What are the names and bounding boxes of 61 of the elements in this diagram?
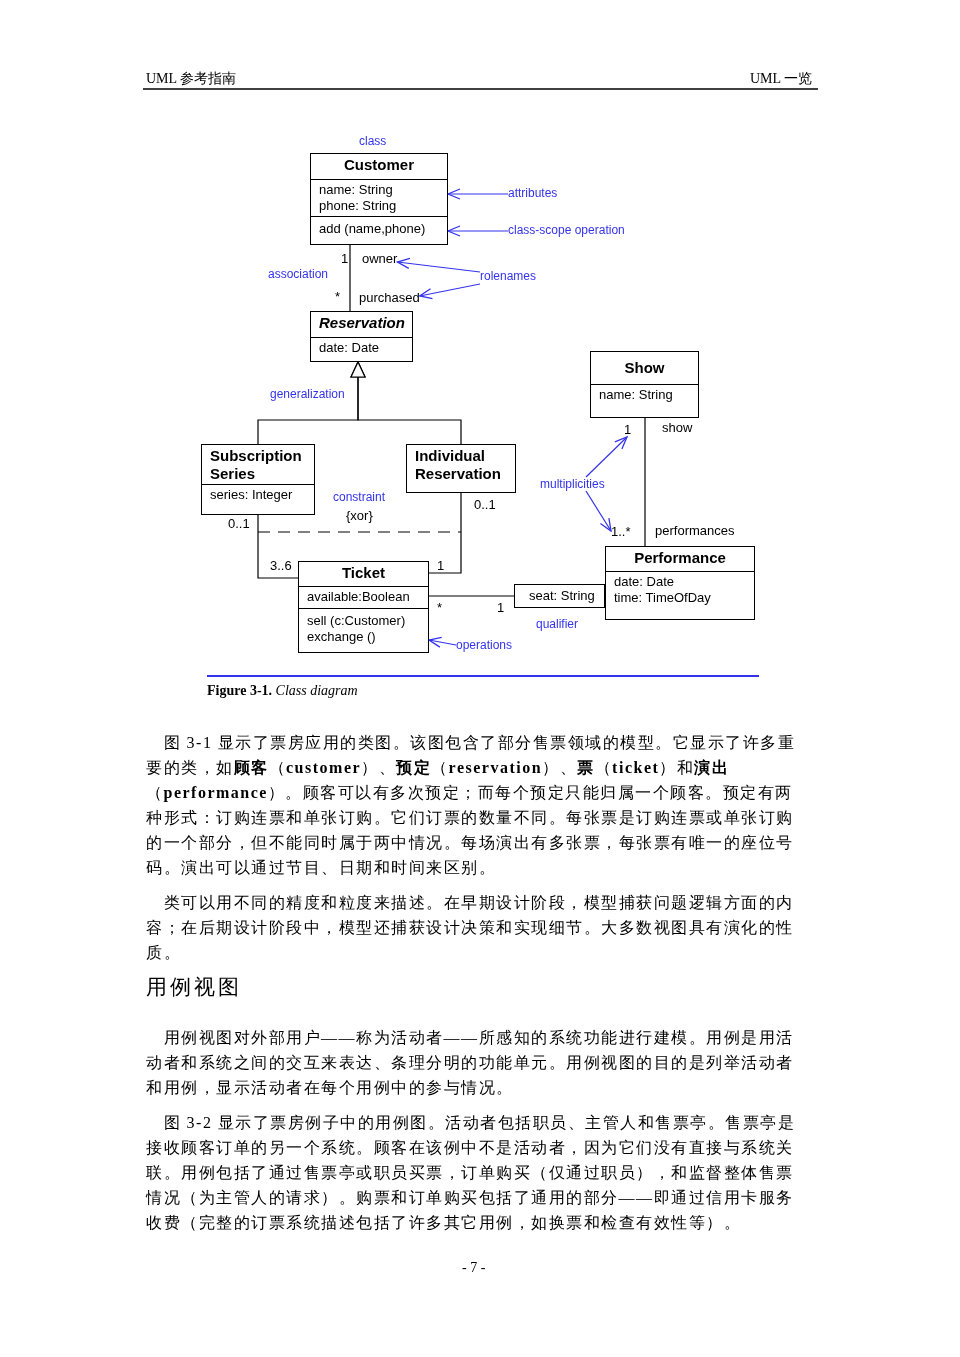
attribute-text: name: String [319,182,394,198]
role-name: show [662,420,693,435]
role-name: owner [362,251,398,266]
class-box [406,444,516,493]
class-name: Subscription Series [210,447,302,482]
attribute-text: date: Date [319,340,380,356]
multiplicity-label: 1..* [611,524,631,539]
annotation-label: attributes [508,186,558,200]
multiplicity-label: 3..6 [270,558,292,573]
body-paragraph: 用例视图对外部用户——称为活动者——所感知的系统功能进行建模。用例是用活动者和系统之间的交互来表达、条理分明的功能单元。用例视图的目的是列举活动者和用例，显示活动者在每个用例中的参与情况。 [146,1028,795,1098]
constraint-label: {xor} [346,508,373,523]
annotation-label: rolenames [480,269,537,283]
qualifier-box [514,584,605,608]
annotation-label: operations [456,638,513,652]
running-header: UML 一览 [750,70,813,88]
multiplicity-label: 1 [497,600,505,615]
operation-text: add (name,phone) [319,221,427,237]
annotation-label: association [268,267,329,281]
class-box [605,546,755,620]
multiplicity-label: 1 [341,251,349,266]
operation-text: exchange () [307,629,377,645]
operation-text: sell (c:Customer) [307,613,407,629]
multiplicity-label: * [335,289,341,304]
annotation-label: generalization [270,387,345,401]
attribute-text: available:Boolean [307,589,411,605]
attribute-text: series: Integer [210,487,294,503]
annotation-label: constraint [333,490,386,504]
class-name: Show [624,359,665,376]
running-header: UML 参考指南 [146,70,237,88]
body-paragraph: 图 3-2 显示了票房例子中的用例图。活动者包括职员、主管人和售票亭。售票亭是接收顾客订单的另一个系统。顾客在该例中不是活动者，因为它们没有直接与系统关联。用例包括了通过售票亭或职员买票，订单购买（仅通过职员），和监督整体售票情况（为主管人的请求）。购票和订单购买包括了通用的部分——即通过信用卡服务收费（完整的订票系统描述包括了许多其它用例，如换票和检查有效性等）。 [146,1113,797,1233]
class-name: Reservation [319,314,405,331]
multiplicity-label: 1 [437,558,445,573]
figure-caption: Figure 3-1. Class diagram [207,683,358,699]
multiplicity-label: 0..1 [474,497,496,512]
multiplicity-label: * [437,600,443,615]
class-box [201,444,315,515]
class-box [310,153,448,245]
annotation-label: multiplicities [540,477,605,491]
attribute-text: time: TimeOfDay [614,590,712,606]
body-paragraph: 图 3-1 显示了票房应用的类图。该图包含了部分售票领域的模型。它显示了许多重要的类，如顾客（customer）、预定（reservation）、票（ticket）和演出（performance）。顾客可以有多次预定；而每个预定只能归属一个顾客。预定有两种形式：订购连票和单张订购。它们订票的数量不同。每张票是订购连票或单张订购的一个部分，但不能同时属于两中情况。每场演出有多张票，每张票有唯一的座位号码。演出可以通过节目、日期和时间来区别。 [146,733,797,878]
class-box [298,561,429,653]
body-paragraph: 类可以用不同的精度和粒度来描述。在早期设计阶段，模型捕获问题逻辑方面的内容；在后期设计阶段中，模型还捕获设计决策和实现细节。大多数视图具有演化的性质。 [146,893,795,963]
page-number: - 7 - [462,1260,486,1276]
attribute-text: phone: String [319,198,398,214]
multiplicity-label: 0..1 [228,516,250,531]
multiplicity-label: 1 [624,422,632,437]
class-name: Ticket [341,564,386,581]
class-box [590,351,699,418]
annotation-label: class-scope operation [508,223,625,237]
class-name: Individual Reservation [415,447,501,482]
annotation-label: qualifier [536,617,579,631]
class-name: Customer [344,156,414,173]
role-name: performances [655,523,735,538]
attribute-text: date: Date [614,574,675,590]
qualifier-text: seat: String [528,587,596,604]
annotation-label: class [359,134,387,148]
attribute-text: name: String [599,387,674,403]
class-name: Performance [634,549,726,566]
role-name: purchased [359,290,420,305]
class-box [310,311,413,362]
section-heading: 用例视图 [146,974,242,1001]
